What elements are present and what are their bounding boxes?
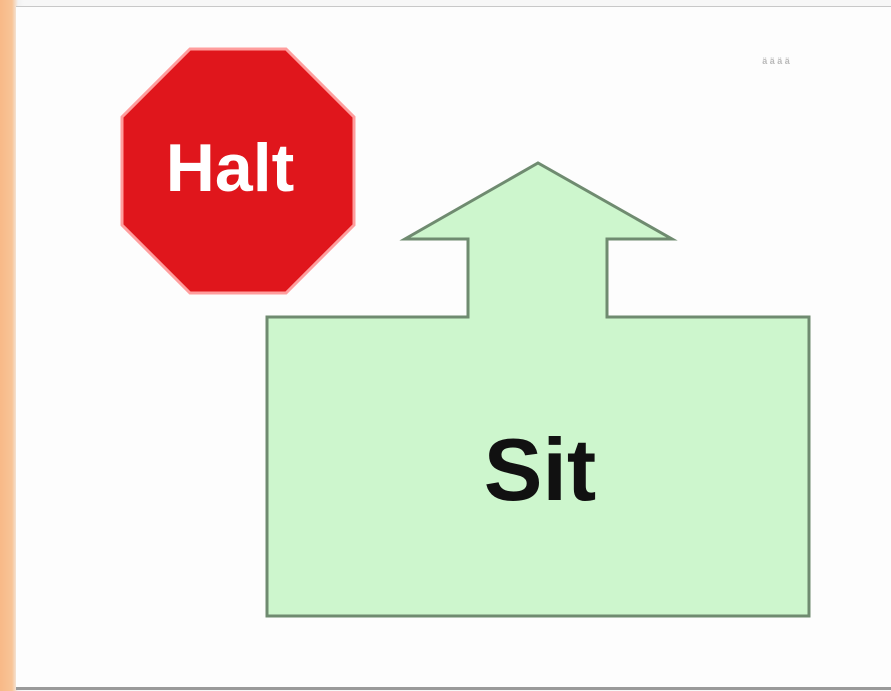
sit-arrow-shape: Sit — [265, 161, 811, 618]
up-arrow-sign-icon — [265, 161, 811, 618]
octagon-stop-sign-icon — [120, 47, 356, 295]
halt-stop-sign: Halt — [120, 47, 356, 295]
halt-label: Halt — [166, 130, 294, 206]
corner-mark: ä ä ä ä — [762, 56, 791, 66]
sit-label: Sit — [484, 420, 596, 519]
